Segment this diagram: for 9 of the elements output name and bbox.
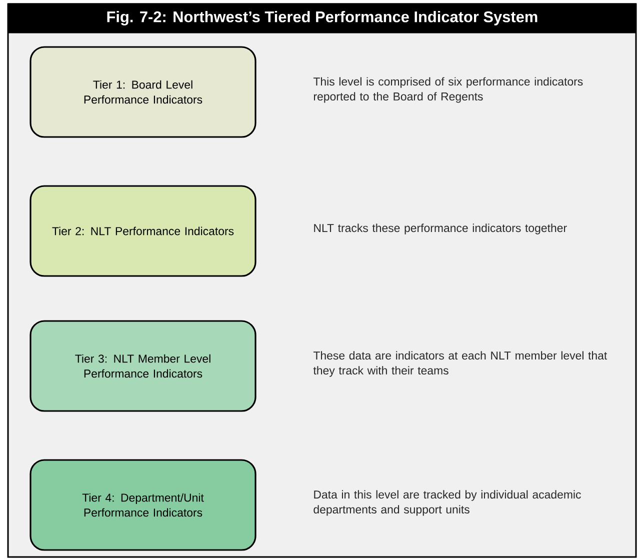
- tier-box: Tier 1: Board Level Performance Indicators: [30, 46, 256, 138]
- tier-box: Tier 3: NLT Member Level Performance Indicators: [30, 320, 256, 412]
- tier-box: Tier 2: NLT Performance Indicators: [30, 185, 256, 277]
- title-bar: Fig. 7-2: Northwest’s Tiered Performance Indicator System: [8, 3, 636, 34]
- tier-box: Tier 4: Department/Unit Performance Indicators: [30, 459, 256, 551]
- description-text: Data in this level are tracked by individual academic departments and support units: [314, 490, 581, 516]
- description-text: NLT tracks these performance indicators together: [314, 224, 567, 234]
- description-text: This level is comprised of six performance indicators reported to the Board of Regents: [313, 77, 583, 103]
- description-text: These data are indicators at each NLT member level that they track with their teams: [313, 351, 608, 377]
